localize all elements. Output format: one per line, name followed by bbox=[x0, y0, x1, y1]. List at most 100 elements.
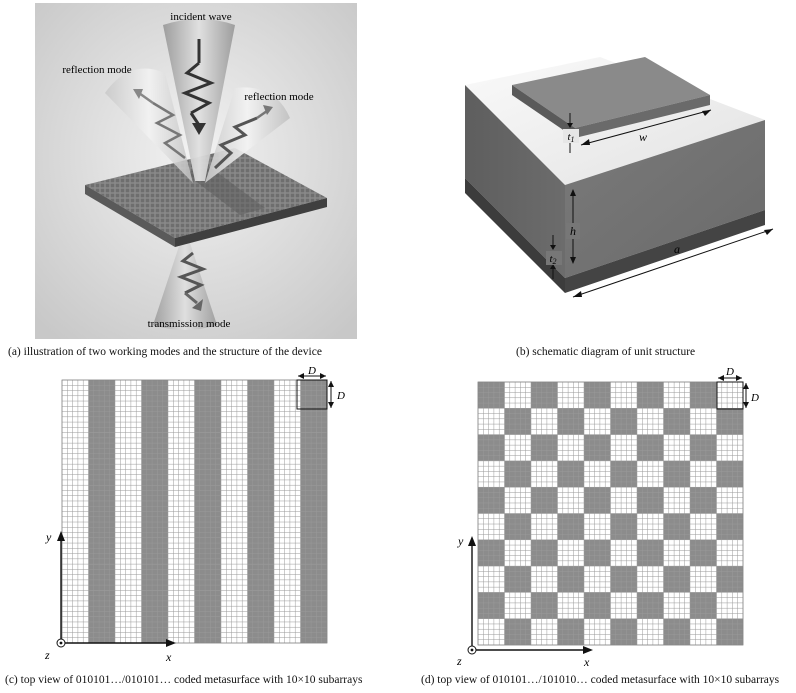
subarray-cell bbox=[637, 382, 664, 409]
subarray-cell bbox=[716, 513, 743, 540]
subarray-cell bbox=[247, 616, 274, 643]
subarray-cell bbox=[300, 406, 327, 433]
subarray-cell bbox=[663, 566, 690, 593]
subarray-cell bbox=[300, 564, 327, 591]
subarray-cell bbox=[531, 382, 558, 409]
subarray-cell bbox=[194, 406, 221, 433]
subarray-cell bbox=[247, 564, 274, 591]
subarray-cell bbox=[663, 592, 690, 619]
subarray-cell bbox=[221, 537, 248, 565]
w-dimension: w bbox=[580, 109, 712, 146]
subarray-cell bbox=[194, 432, 221, 459]
subarray-cell bbox=[531, 460, 558, 488]
subarray-cell bbox=[610, 434, 637, 461]
subarray-cell bbox=[531, 513, 558, 540]
subarray-cell bbox=[247, 406, 274, 433]
subarray-cell bbox=[504, 539, 531, 567]
subarray-cell bbox=[194, 590, 221, 617]
reflection-mode-right-label: reflection mode bbox=[244, 91, 313, 103]
subarray-cell bbox=[274, 485, 301, 512]
subarray-cell bbox=[274, 511, 301, 538]
subarray-cell bbox=[690, 487, 717, 514]
grid-border bbox=[477, 381, 744, 646]
t1-dimension: t1 bbox=[563, 113, 579, 153]
subarray-cell bbox=[300, 380, 327, 407]
subarray-cell bbox=[557, 513, 584, 540]
subarray-cell bbox=[584, 460, 611, 488]
subarray-cell bbox=[663, 460, 690, 488]
incident-wave-label: incident wave bbox=[170, 11, 232, 23]
panel-c-stripe-metasurface: D D y x z bbox=[44, 365, 345, 664]
subarray-cell bbox=[478, 382, 505, 409]
subarray-cell bbox=[247, 485, 274, 512]
subarray-cell bbox=[610, 513, 637, 540]
subarray-cell bbox=[115, 537, 142, 565]
subarray-cell bbox=[531, 434, 558, 461]
d-label-horizontal: D bbox=[725, 366, 734, 378]
subarray-cell bbox=[637, 539, 664, 567]
d-marker-c: D D bbox=[296, 365, 345, 410]
subarray-cell bbox=[531, 618, 558, 645]
subarray-cell bbox=[274, 537, 301, 565]
axis-y-label: y bbox=[457, 534, 464, 548]
subarray-cell bbox=[610, 566, 637, 593]
subarray-cell bbox=[663, 513, 690, 540]
subarray-cell bbox=[62, 537, 89, 565]
subarray-cell bbox=[610, 408, 637, 435]
subarray-cell bbox=[221, 485, 248, 512]
subarray-cell bbox=[141, 564, 168, 591]
subarray-cell bbox=[168, 537, 195, 565]
subarray-cell bbox=[274, 458, 301, 486]
axes-c: y x z bbox=[44, 530, 176, 664]
subarray-cell bbox=[115, 616, 142, 643]
transmission-mode-label: transmission mode bbox=[148, 318, 231, 330]
subarray-cell bbox=[62, 590, 89, 617]
subarray-cell bbox=[557, 539, 584, 567]
subarray-cell bbox=[504, 487, 531, 514]
subarray-cell bbox=[168, 485, 195, 512]
subarray-cell bbox=[141, 432, 168, 459]
w-label: w bbox=[639, 130, 647, 144]
subarray-cell bbox=[504, 618, 531, 645]
subarray-cell bbox=[62, 485, 89, 512]
subarray-cell bbox=[168, 590, 195, 617]
subarray-cell bbox=[300, 432, 327, 459]
subarray-cell bbox=[115, 485, 142, 512]
subarray-cell bbox=[168, 616, 195, 643]
subarray-cell bbox=[194, 616, 221, 643]
subarray-cell bbox=[478, 592, 505, 619]
subarray-cell bbox=[247, 432, 274, 459]
subarray-cell bbox=[690, 513, 717, 540]
subarray-cell bbox=[88, 537, 115, 565]
subarray-cell bbox=[584, 566, 611, 593]
subarray-cell bbox=[274, 380, 301, 407]
d-label-vertical: D bbox=[750, 392, 759, 404]
subarray-cell bbox=[504, 434, 531, 461]
subarray-cell bbox=[716, 618, 743, 645]
substrate-left-face bbox=[465, 85, 565, 278]
subarray-cell bbox=[62, 564, 89, 591]
subarray-cell bbox=[637, 487, 664, 514]
a-label: a bbox=[674, 242, 680, 256]
subarray-cell bbox=[115, 432, 142, 459]
subarray-cell bbox=[247, 458, 274, 486]
subarray-cell bbox=[247, 537, 274, 565]
subarray-cell bbox=[88, 432, 115, 459]
subarray-cell bbox=[663, 434, 690, 461]
reflection-cone-left bbox=[105, 68, 193, 183]
svg-text:t1: t1 bbox=[567, 131, 574, 144]
subarray-cell bbox=[557, 382, 584, 409]
subarray-cell bbox=[557, 618, 584, 645]
subarray-cell bbox=[141, 511, 168, 538]
subarray-cell bbox=[141, 485, 168, 512]
subarray-cell bbox=[637, 513, 664, 540]
subarray-cell bbox=[221, 406, 248, 433]
subarray-cell bbox=[115, 590, 142, 617]
subarray-cell bbox=[584, 513, 611, 540]
subarray-cell bbox=[478, 566, 505, 593]
subarray-cell bbox=[300, 485, 327, 512]
a-dimension: a bbox=[572, 228, 774, 298]
subarray-cell bbox=[194, 511, 221, 538]
reflection-mode-left-label: reflection mode bbox=[62, 64, 131, 76]
subarray-cell bbox=[610, 460, 637, 488]
